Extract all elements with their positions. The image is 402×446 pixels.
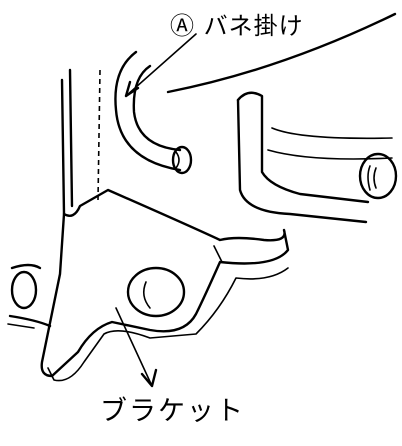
arrow-icon	[124, 80, 140, 98]
leader-line-a	[125, 33, 197, 97]
shaft-icon	[60, 68, 101, 216]
frame-icon	[7, 263, 52, 329]
arc-line-icon	[166, 12, 397, 94]
leader-line-bracket	[115, 307, 153, 387]
pin-icon	[358, 152, 398, 200]
bracket-label: ブラケット	[100, 396, 245, 427]
rod-icon	[236, 91, 393, 224]
arrow-icon	[140, 368, 158, 388]
bracket-icon	[40, 188, 290, 382]
spring-hook-icon	[114, 50, 193, 175]
spring-hook-label: Ⓐ バネ掛け	[170, 12, 304, 40]
